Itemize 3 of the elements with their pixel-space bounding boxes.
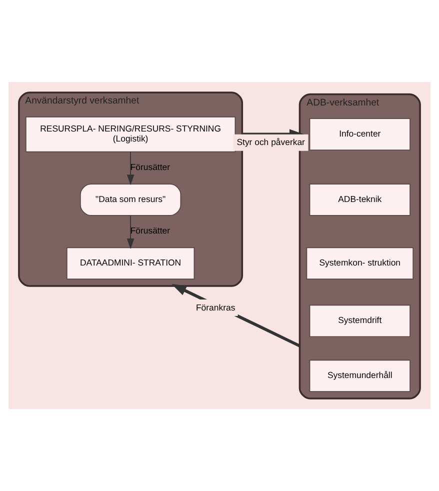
edge-label: Förusätter — [130, 162, 170, 172]
edge-label: Förankras — [196, 302, 236, 312]
edge-label: Förusätter — [130, 226, 170, 236]
